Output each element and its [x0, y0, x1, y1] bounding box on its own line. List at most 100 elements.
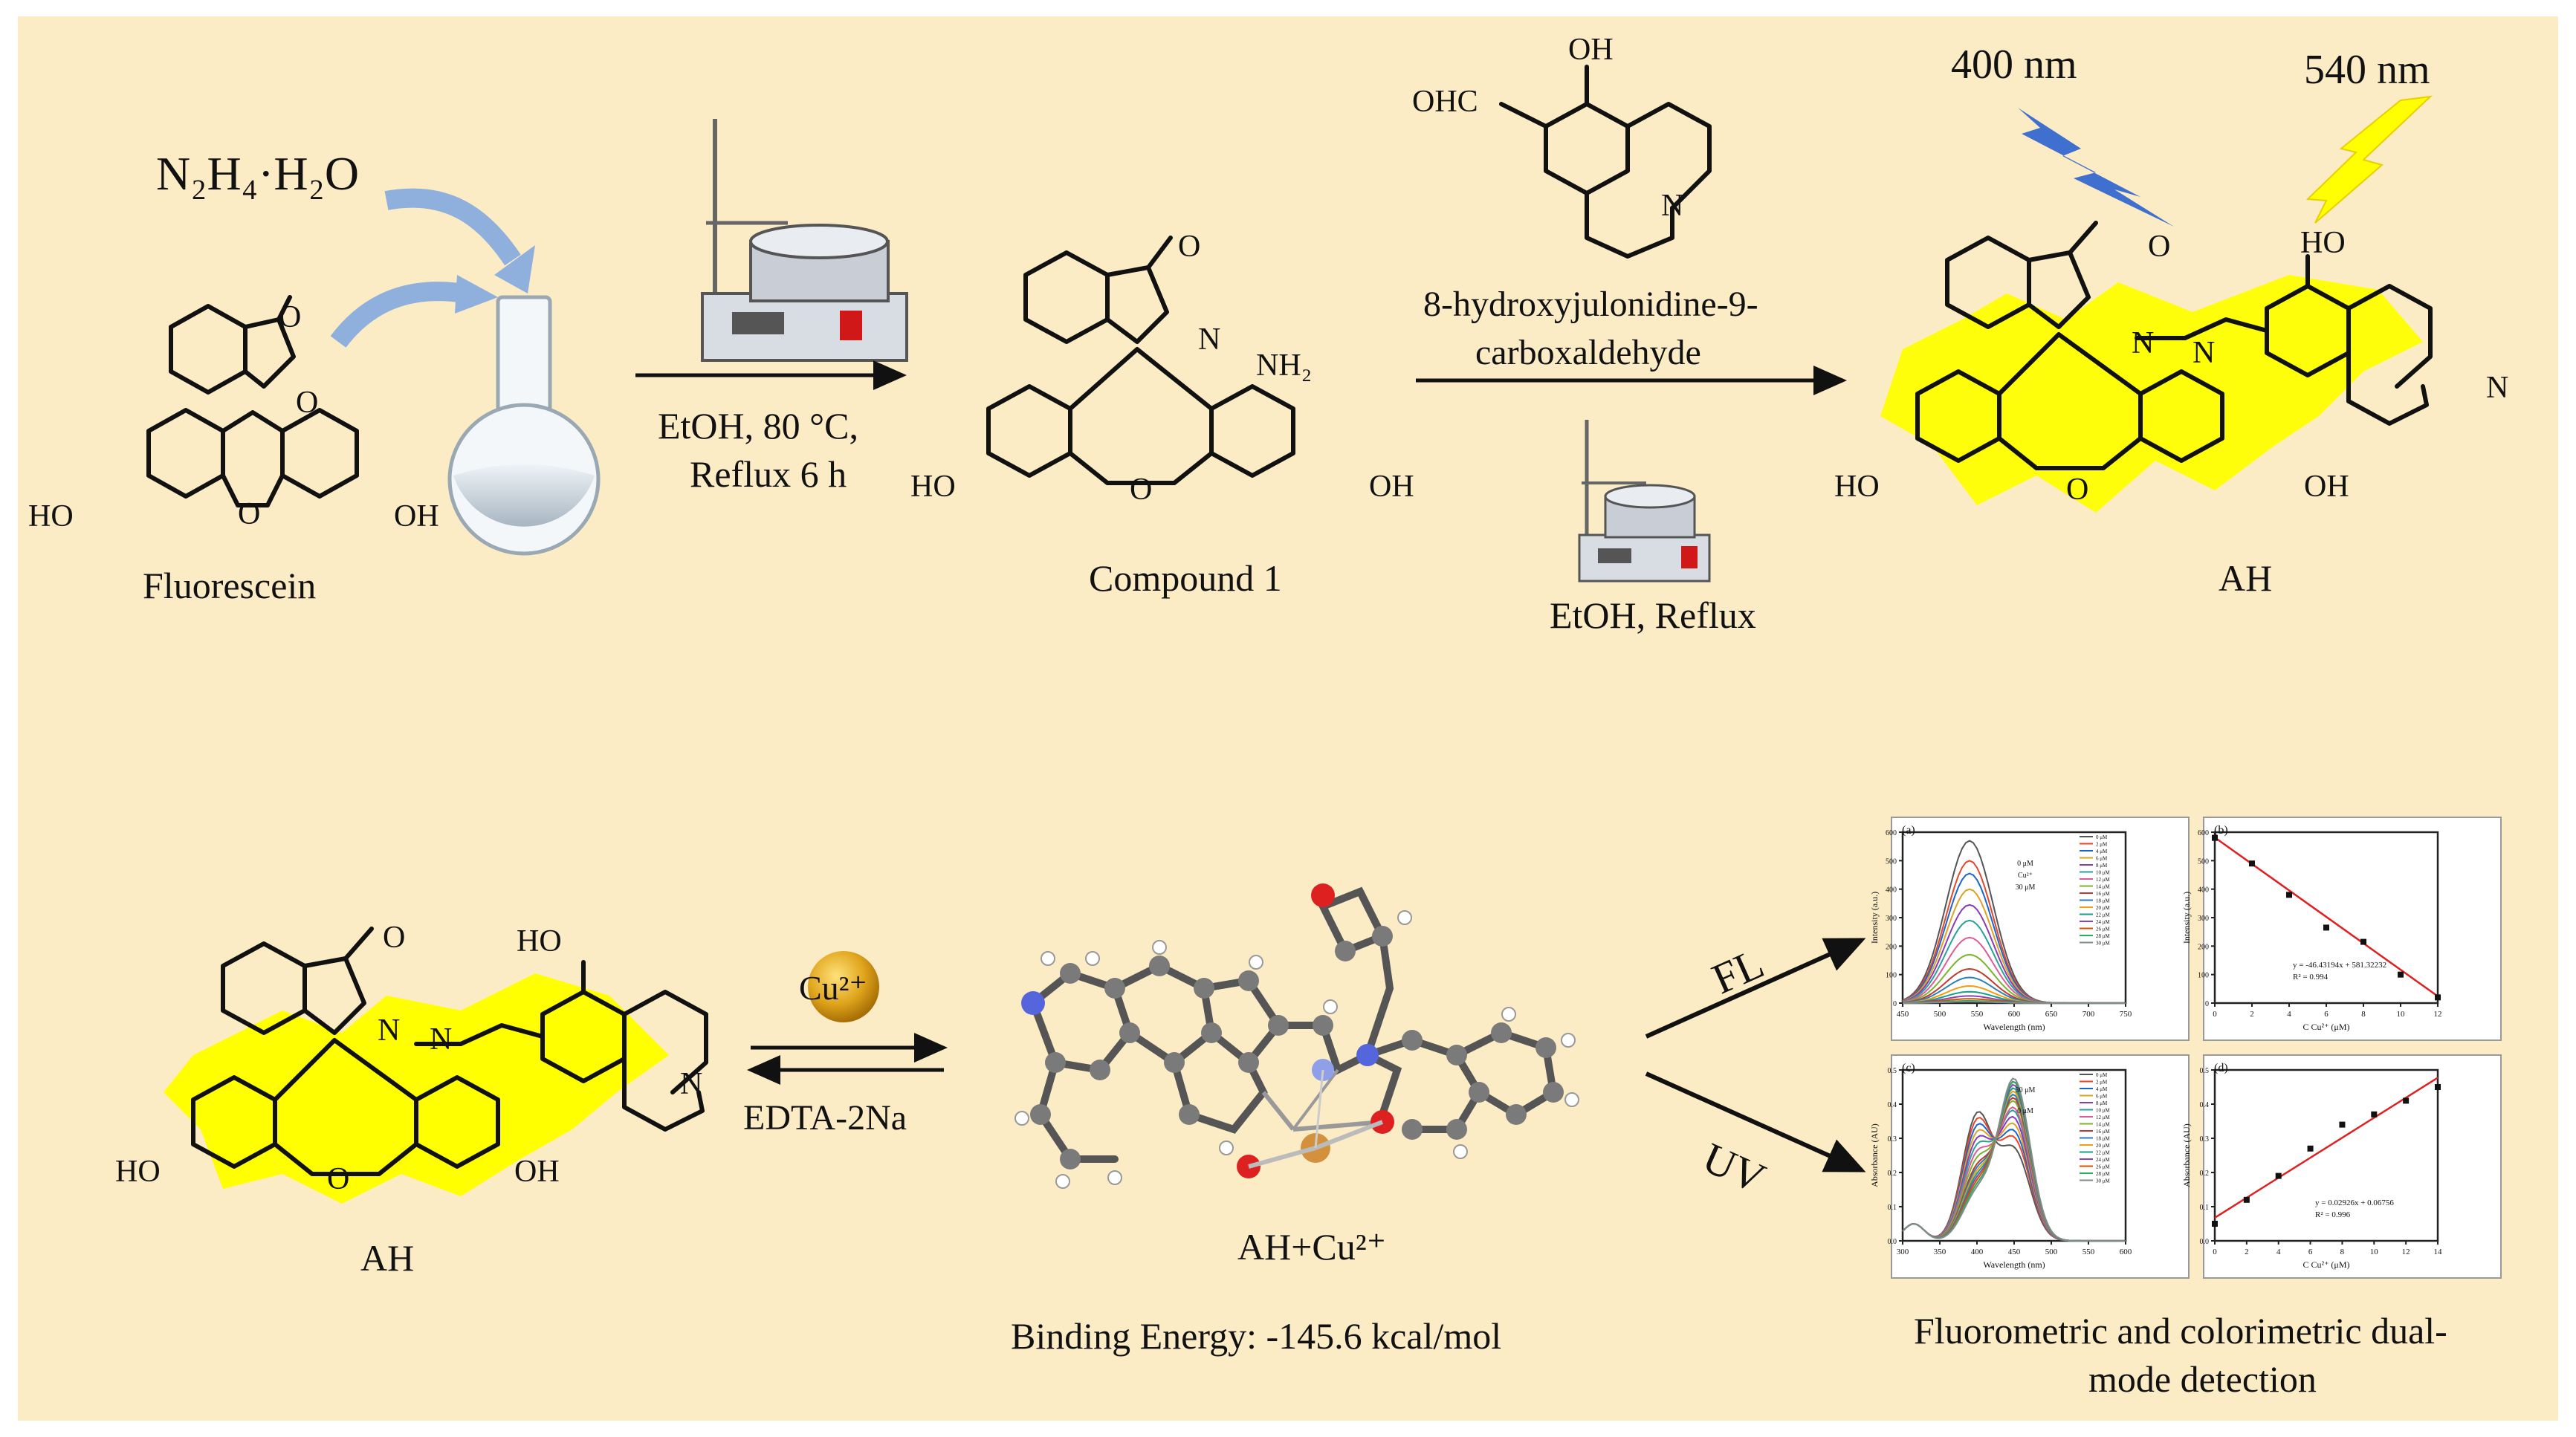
y-tick-label: 0.0: [2200, 1238, 2210, 1246]
ah-product-structure: [1915, 221, 2433, 470]
round-bottom-flask-icon: [447, 295, 601, 556]
detection-caption-1: Fluorometric and colorimetric dual-: [1914, 1310, 2447, 1352]
legend-entry: 28 μM: [2096, 1171, 2111, 1177]
step1-conditions-2: Reflux 6 h: [690, 453, 847, 495]
fit-r-squared: R² = 0.994: [2293, 973, 2329, 982]
legend-entry: 24 μM: [2096, 1157, 2111, 1163]
probe-ring-o: O: [327, 1162, 349, 1196]
y-tick-label: 100: [2198, 972, 2209, 980]
probe-julolidine-n: N: [680, 1067, 702, 1101]
add-fluorescein-arrowhead: [455, 275, 498, 314]
aldehyde-name-1: 8-hydroxyjulonidine-9-: [1423, 285, 1758, 324]
binding-energy-label: Binding Energy: -145.6 kcal/mol: [1011, 1315, 1501, 1357]
ah-ring-o: O: [2066, 473, 2088, 507]
hotplate-stirrer-icon: [701, 119, 908, 362]
legend-entry: 30 μM: [2096, 1178, 2111, 1184]
absorbance-line: [1902, 1077, 2126, 1242]
probe-ho: HO: [115, 1155, 161, 1189]
x-tick-label: 14: [2434, 1248, 2443, 1256]
data-point: [2323, 924, 2329, 931]
chart-frame: [2203, 817, 2502, 1041]
y-tick-label: 300: [2198, 915, 2209, 923]
ah-n2: N: [2192, 336, 2215, 370]
data-point: [2371, 1111, 2378, 1118]
y-tick-label: 200: [1886, 943, 1897, 951]
reverse-reagent-label: EDTA-2Na: [743, 1098, 907, 1138]
probe-glow: [164, 973, 669, 1204]
data-point: [2212, 834, 2218, 841]
fluorescein-ring-o: O: [238, 497, 260, 531]
hydrazine-label: N₂H₄·H₂O: [156, 147, 359, 200]
fluorescein-oh: OH: [394, 499, 439, 533]
x-tick-label: 6: [2308, 1248, 2313, 1256]
legend-entry: 8 μM: [2096, 1100, 2108, 1106]
probe-carbonyl-o: O: [383, 921, 405, 955]
data-point: [2307, 1145, 2314, 1152]
spectrum-line: [1902, 1001, 2126, 1004]
y-tick-label: 200: [2198, 943, 2209, 951]
legend-entry: 6 μM: [2096, 856, 2108, 862]
julolidine-n-atom: [1021, 991, 1045, 1015]
fluorescein-structure: [146, 295, 359, 507]
probe-phenol-ho: HO: [517, 924, 562, 958]
legend-entry: 20 μM: [2096, 1143, 2111, 1149]
x-tick-label: 750: [2120, 1010, 2132, 1019]
panel-letter: (b): [2214, 824, 2228, 837]
y-tick-label: 400: [1886, 886, 1897, 895]
data-point: [2339, 1121, 2346, 1128]
y-tick-label: 0.1: [1888, 1204, 1897, 1212]
compound1-ho: HO: [910, 470, 956, 504]
y-tick-label: 600: [2198, 829, 2209, 837]
ah-julolidine-n: N: [2486, 371, 2508, 405]
compound1-label: Compound 1: [1089, 557, 1282, 599]
y-tick-label: 100: [1886, 972, 1897, 980]
y-axis-label: Absorbance (AU): [2181, 1123, 2192, 1187]
legend-entry: 0 μM: [2096, 1072, 2108, 1078]
x-tick-label: 600: [2008, 1010, 2021, 1019]
fluorescein-carbonyl-o: O: [279, 300, 301, 334]
add-fluorescein-arrow: [330, 282, 466, 348]
amide-n-atom: [1356, 1044, 1379, 1066]
ah-ho: HO: [1834, 470, 1880, 504]
plot-area: [2213, 1068, 2439, 1242]
x-tick-label: 450: [2008, 1248, 2021, 1256]
legend-entry: 30 μM: [2096, 941, 2111, 947]
compound1-o: O: [1178, 230, 1200, 264]
x-tick-label: 2: [2245, 1248, 2249, 1256]
legend-entry: 6 μM: [2096, 1094, 2108, 1100]
compound1-n: N: [1198, 322, 1220, 357]
compound1-oh: OH: [1369, 470, 1414, 504]
spectrum-annotation: Cu²⁺: [2018, 872, 2033, 880]
chart-frame: [1891, 817, 2190, 1041]
aldehyde-oh: OH: [1568, 33, 1614, 67]
y-tick-label: 0.4: [2200, 1101, 2210, 1109]
y-tick-label: 400: [2198, 886, 2209, 895]
compound1-ring-o: O: [1130, 473, 1152, 507]
x-tick-label: 4: [2287, 1010, 2291, 1019]
y-tick-label: 0: [1893, 1000, 1897, 1008]
probe-oh: OH: [514, 1155, 560, 1189]
data-point: [2249, 860, 2255, 867]
legend-entry: 18 μM: [2096, 898, 2111, 904]
product-label: AH: [2219, 557, 2272, 599]
fl-arrow: [1645, 938, 1866, 1039]
x-tick-label: 550: [1971, 1010, 1984, 1019]
y-tick-label: 500: [1886, 857, 1897, 866]
legend-entry: 0 μM: [2096, 834, 2108, 840]
emission-bolt-icon: [2305, 95, 2433, 224]
legend-entry: 14 μM: [2096, 1122, 2111, 1128]
x-tick-label: 6: [2324, 1010, 2329, 1019]
detection-caption-2: mode detection: [2088, 1358, 2317, 1400]
add-reagent-arrow-upper: [384, 188, 521, 266]
y-tick-label: 0.5: [2200, 1067, 2210, 1075]
legend-entry: 28 μM: [2096, 933, 2111, 939]
uv-arrow: [1645, 1071, 1866, 1172]
absorbance-annotation: 30 μM: [2016, 1086, 2036, 1094]
legend-entry: 14 μM: [2096, 884, 2111, 890]
x-tick-label: 700: [2083, 1010, 2095, 1019]
x-tick-label: 10: [2370, 1248, 2379, 1256]
fit-equation: y = -46.43194x + 581.32232: [2293, 961, 2386, 970]
absorbance-annotation: 0 μM: [2017, 1107, 2033, 1115]
